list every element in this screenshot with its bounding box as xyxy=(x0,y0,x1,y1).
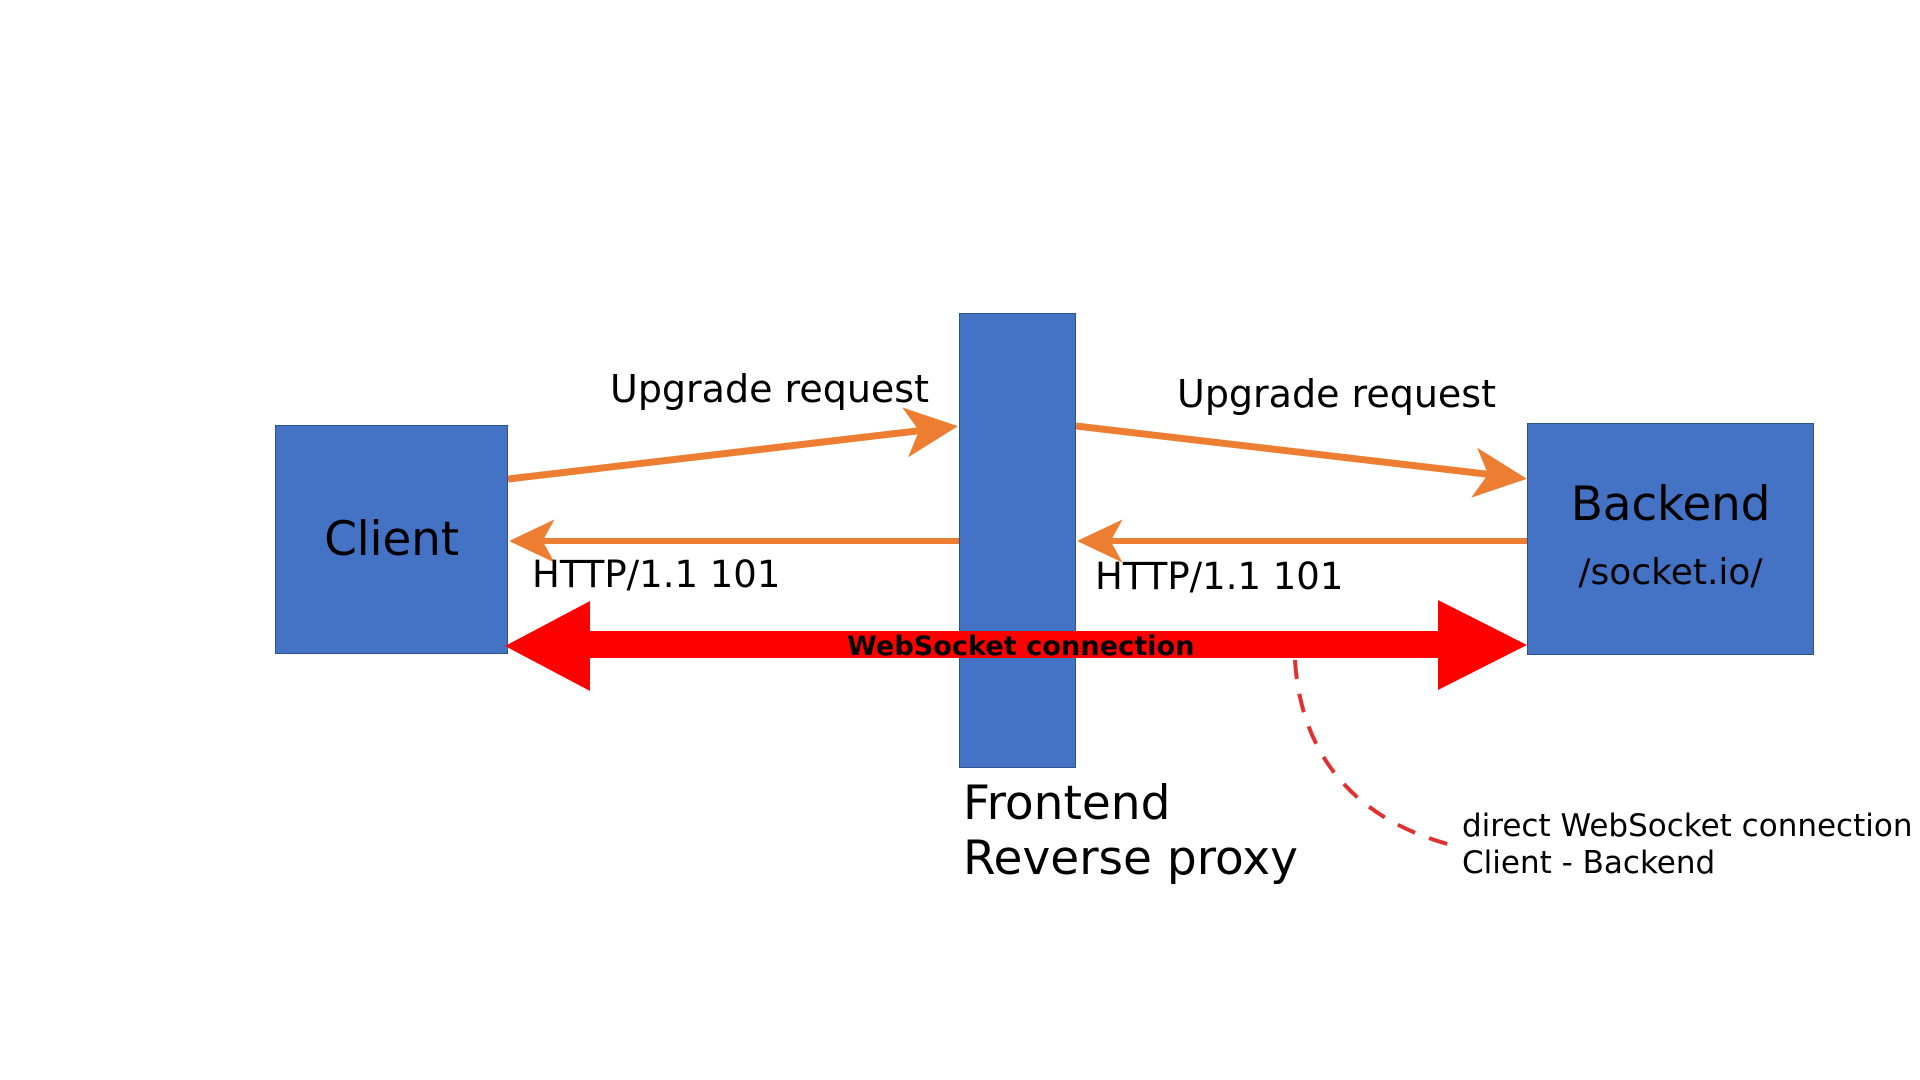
callout-dashed-curve xyxy=(1293,659,1456,848)
node-backend[interactable]: Backend /socket.io/ xyxy=(1527,423,1814,655)
node-backend-path: /socket.io/ xyxy=(1578,551,1763,593)
label-websocket-connection: WebSocket connection xyxy=(847,631,1195,662)
node-client[interactable]: Client xyxy=(275,425,508,654)
edge-upgrade-client-to-proxy xyxy=(507,407,958,483)
edge-upgrade-proxy-to-backend xyxy=(1075,422,1527,498)
label-frontend-line1: Frontend xyxy=(963,776,1171,831)
label-http-101-right: HTTP/1.1 101 xyxy=(1095,555,1344,598)
annotation-direct-websocket: direct WebSocket connection Client - Bac… xyxy=(1462,808,1912,881)
label-upgrade-request-left: Upgrade request xyxy=(610,367,929,411)
node-client-label: Client xyxy=(324,511,459,567)
label-frontend-reverse-proxy: Frontend Reverse proxy xyxy=(963,776,1298,887)
node-frontend-reverse-proxy[interactable] xyxy=(959,313,1076,768)
annotation-line2: Client - Backend xyxy=(1462,844,1716,881)
label-frontend-line2: Reverse proxy xyxy=(963,831,1298,887)
annotation-line1: direct WebSocket connection xyxy=(1462,808,1913,844)
label-http-101-left: HTTP/1.1 101 xyxy=(532,553,781,596)
node-backend-label: Backend xyxy=(1570,477,1771,533)
label-upgrade-request-right: Upgrade request xyxy=(1177,372,1496,416)
